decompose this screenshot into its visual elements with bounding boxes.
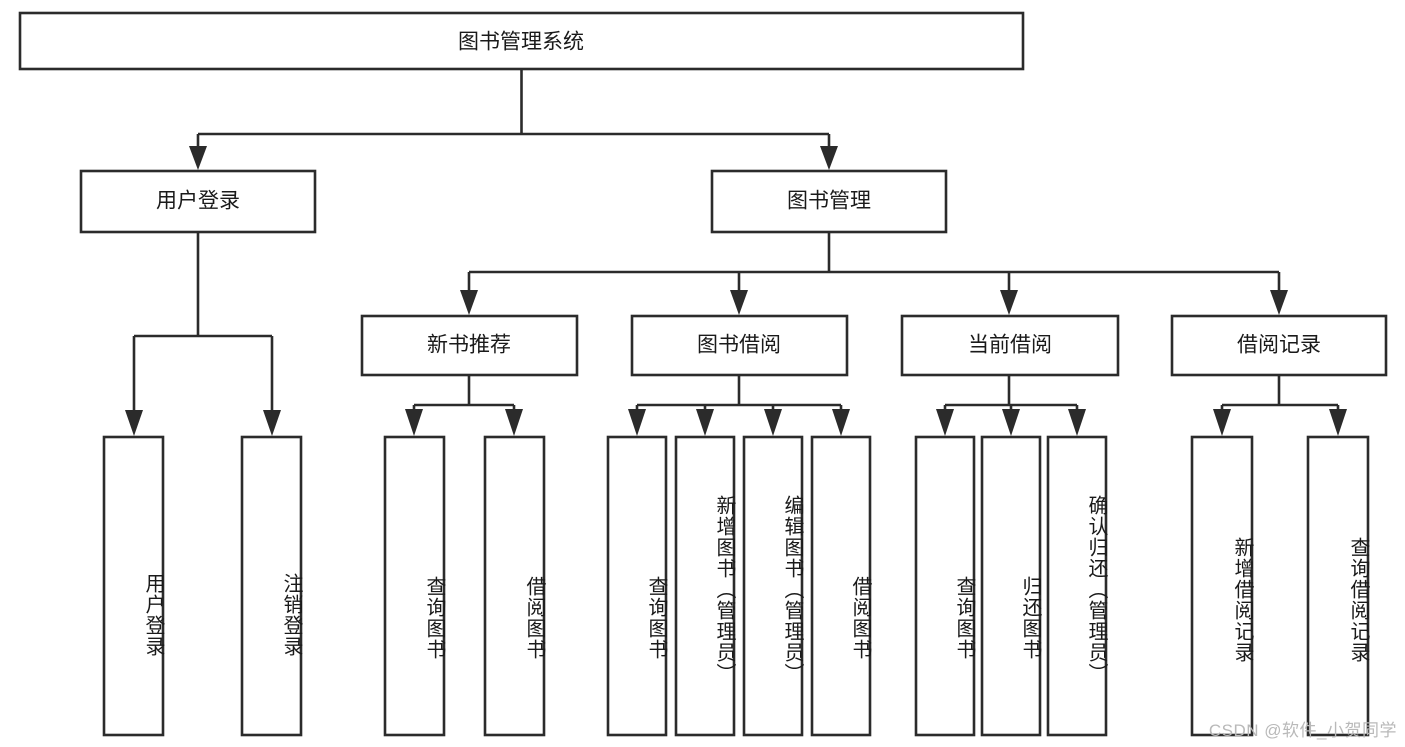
node-new-book-recommend-box	[360, 314, 579, 377]
node-current-borrow-label: 当前借阅	[968, 334, 1052, 357]
connector-group-borrow-record	[1213, 375, 1347, 436]
node-new-book-recommend[interactable]: 新书推荐	[360, 314, 579, 377]
connector-group-root	[189, 69, 838, 170]
connector-group-book-mgmt	[460, 232, 1288, 315]
connector-group-new-book	[405, 375, 523, 436]
leaf-box-user-login[interactable]	[102, 435, 165, 737]
leaf-box-borrow-book-new[interactable]	[483, 435, 546, 737]
node-root-system-label: 图书管理系统	[458, 31, 584, 54]
leaf-box-query-book-borrow[interactable]	[606, 435, 668, 737]
node-current-borrow-box	[900, 314, 1120, 377]
arrow-book-borrow-leaf3-icon	[764, 409, 782, 436]
connector-group-current-borrow	[936, 375, 1086, 436]
arrow-book-mgmt-c2-icon	[730, 290, 748, 315]
node-book-management[interactable]: 图书管理	[710, 169, 948, 234]
node-new-book-recommend-label: 新书推荐	[427, 334, 511, 357]
arrow-user-login-leaf1-icon	[125, 410, 143, 436]
arrow-root-to-user-login-icon	[189, 146, 207, 170]
leaf-box-query-book-current[interactable]	[914, 435, 976, 737]
leaf-box-query-book-new[interactable]	[383, 435, 446, 737]
node-book-management-box	[710, 169, 948, 234]
arrow-current-borrow-leaf2-icon	[1002, 409, 1020, 436]
connector-group-user-login	[125, 232, 281, 436]
arrow-book-borrow-leaf1-icon	[628, 409, 646, 436]
node-borrow-record-box	[1170, 314, 1388, 377]
leaf-box-return-book[interactable]	[980, 435, 1042, 737]
node-root-system-box	[18, 11, 1025, 71]
leaf-boxes	[102, 435, 1370, 737]
arrow-book-mgmt-c4-icon	[1270, 290, 1288, 315]
leaf-box-logout[interactable]	[240, 435, 303, 737]
arrow-book-borrow-leaf2-icon	[696, 409, 714, 436]
node-user-login-box	[79, 169, 317, 234]
node-book-borrow-box	[630, 314, 849, 377]
node-borrow-record[interactable]: 借阅记录	[1170, 314, 1388, 377]
arrow-new-book-leaf2-icon	[505, 409, 523, 436]
arrow-book-mgmt-c3-icon	[1000, 290, 1018, 315]
leaf-box-confirm-return-admin[interactable]	[1046, 435, 1108, 737]
leaf-box-borrow-book[interactable]	[810, 435, 872, 737]
node-user-login[interactable]: 用户登录	[79, 169, 317, 234]
arrow-book-borrow-leaf4-icon	[832, 409, 850, 436]
node-book-borrow[interactable]: 图书借阅	[630, 314, 849, 377]
node-root-system[interactable]: 图书管理系统	[18, 11, 1025, 71]
arrow-book-mgmt-c1-icon	[460, 290, 478, 315]
arrow-user-login-leaf2-icon	[263, 410, 281, 436]
node-book-management-label: 图书管理	[787, 190, 871, 213]
leaf-box-edit-book-admin[interactable]	[742, 435, 804, 737]
connector-group-book-borrow	[628, 375, 850, 436]
node-current-borrow[interactable]: 当前借阅	[900, 314, 1120, 377]
node-book-borrow-label: 图书借阅	[697, 334, 781, 357]
arrow-borrow-record-leaf1-icon	[1213, 409, 1231, 436]
arrow-current-borrow-leaf1-icon	[936, 409, 954, 436]
node-user-login-label: 用户登录	[156, 190, 240, 213]
arrow-borrow-record-leaf2-icon	[1329, 409, 1347, 436]
leaf-box-add-book-admin[interactable]	[674, 435, 736, 737]
leaf-box-query-borrow-record[interactable]	[1306, 435, 1370, 737]
arrow-root-to-book-mgmt-icon	[820, 146, 838, 170]
watermark-text: CSDN @软件_小贺同学	[1208, 721, 1397, 740]
arrow-current-borrow-leaf3-icon	[1068, 409, 1086, 436]
arrow-new-book-leaf1-icon	[405, 409, 423, 436]
leaf-box-add-borrow-record[interactable]	[1190, 435, 1254, 737]
node-borrow-record-label: 借阅记录	[1237, 334, 1321, 357]
